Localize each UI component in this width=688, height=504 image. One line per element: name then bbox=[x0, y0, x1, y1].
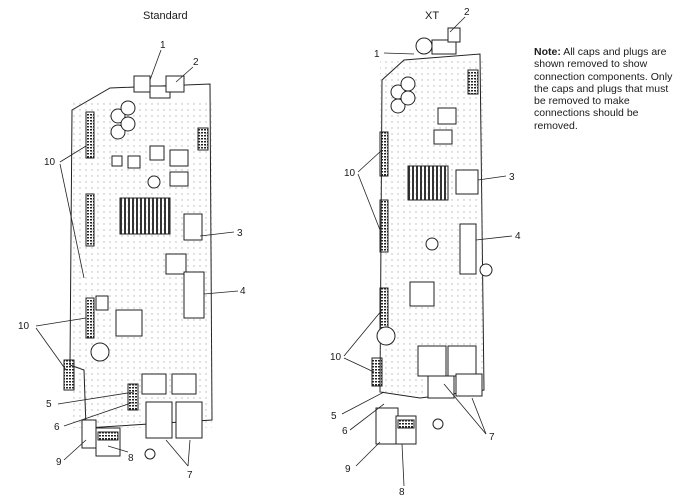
std-callout-9: 9 bbox=[56, 457, 62, 468]
xt-callout-4: 4 bbox=[515, 231, 521, 242]
note-body: All caps and plugs are shown removed to … bbox=[534, 46, 673, 132]
note-label: Note: bbox=[534, 46, 561, 58]
std-callout-1: 1 bbox=[160, 40, 166, 51]
xt-callout-10b: 10 bbox=[330, 352, 342, 363]
xt-callout-10a: 10 bbox=[344, 168, 356, 179]
xt-callout-5: 5 bbox=[331, 411, 337, 422]
std-callout-10b: 10 bbox=[18, 321, 30, 332]
standard-callouts: 1 2 3 4 5 6 7 8 9 10 10 bbox=[18, 40, 246, 481]
xt-callout-8: 8 bbox=[399, 487, 405, 498]
xt-callout-1: 1 bbox=[374, 49, 380, 60]
xt-callout-9: 9 bbox=[345, 464, 351, 475]
std-callout-3: 3 bbox=[237, 228, 243, 239]
note-text: Note: All caps and plugs are shown remov… bbox=[534, 46, 682, 132]
std-callout-4: 4 bbox=[240, 286, 246, 297]
title-xt: XT bbox=[425, 10, 440, 22]
std-callout-10a: 10 bbox=[44, 157, 56, 168]
xt-callout-7: 7 bbox=[489, 432, 495, 443]
xt-callouts: 1 2 3 4 5 6 7 8 9 10 10 bbox=[330, 7, 521, 498]
xt-board bbox=[371, 27, 493, 445]
standard-board bbox=[63, 75, 213, 460]
std-callout-6: 6 bbox=[54, 422, 60, 433]
std-callout-8: 8 bbox=[128, 453, 134, 464]
std-callout-5: 5 bbox=[46, 399, 52, 410]
title-standard: Standard bbox=[143, 10, 188, 22]
std-callout-2: 2 bbox=[193, 57, 199, 68]
xt-callout-3: 3 bbox=[509, 172, 515, 183]
xt-callout-2: 2 bbox=[464, 7, 470, 18]
leader-lines bbox=[35, 16, 513, 487]
std-callout-7: 7 bbox=[187, 470, 193, 481]
xt-callout-6: 6 bbox=[342, 426, 348, 437]
